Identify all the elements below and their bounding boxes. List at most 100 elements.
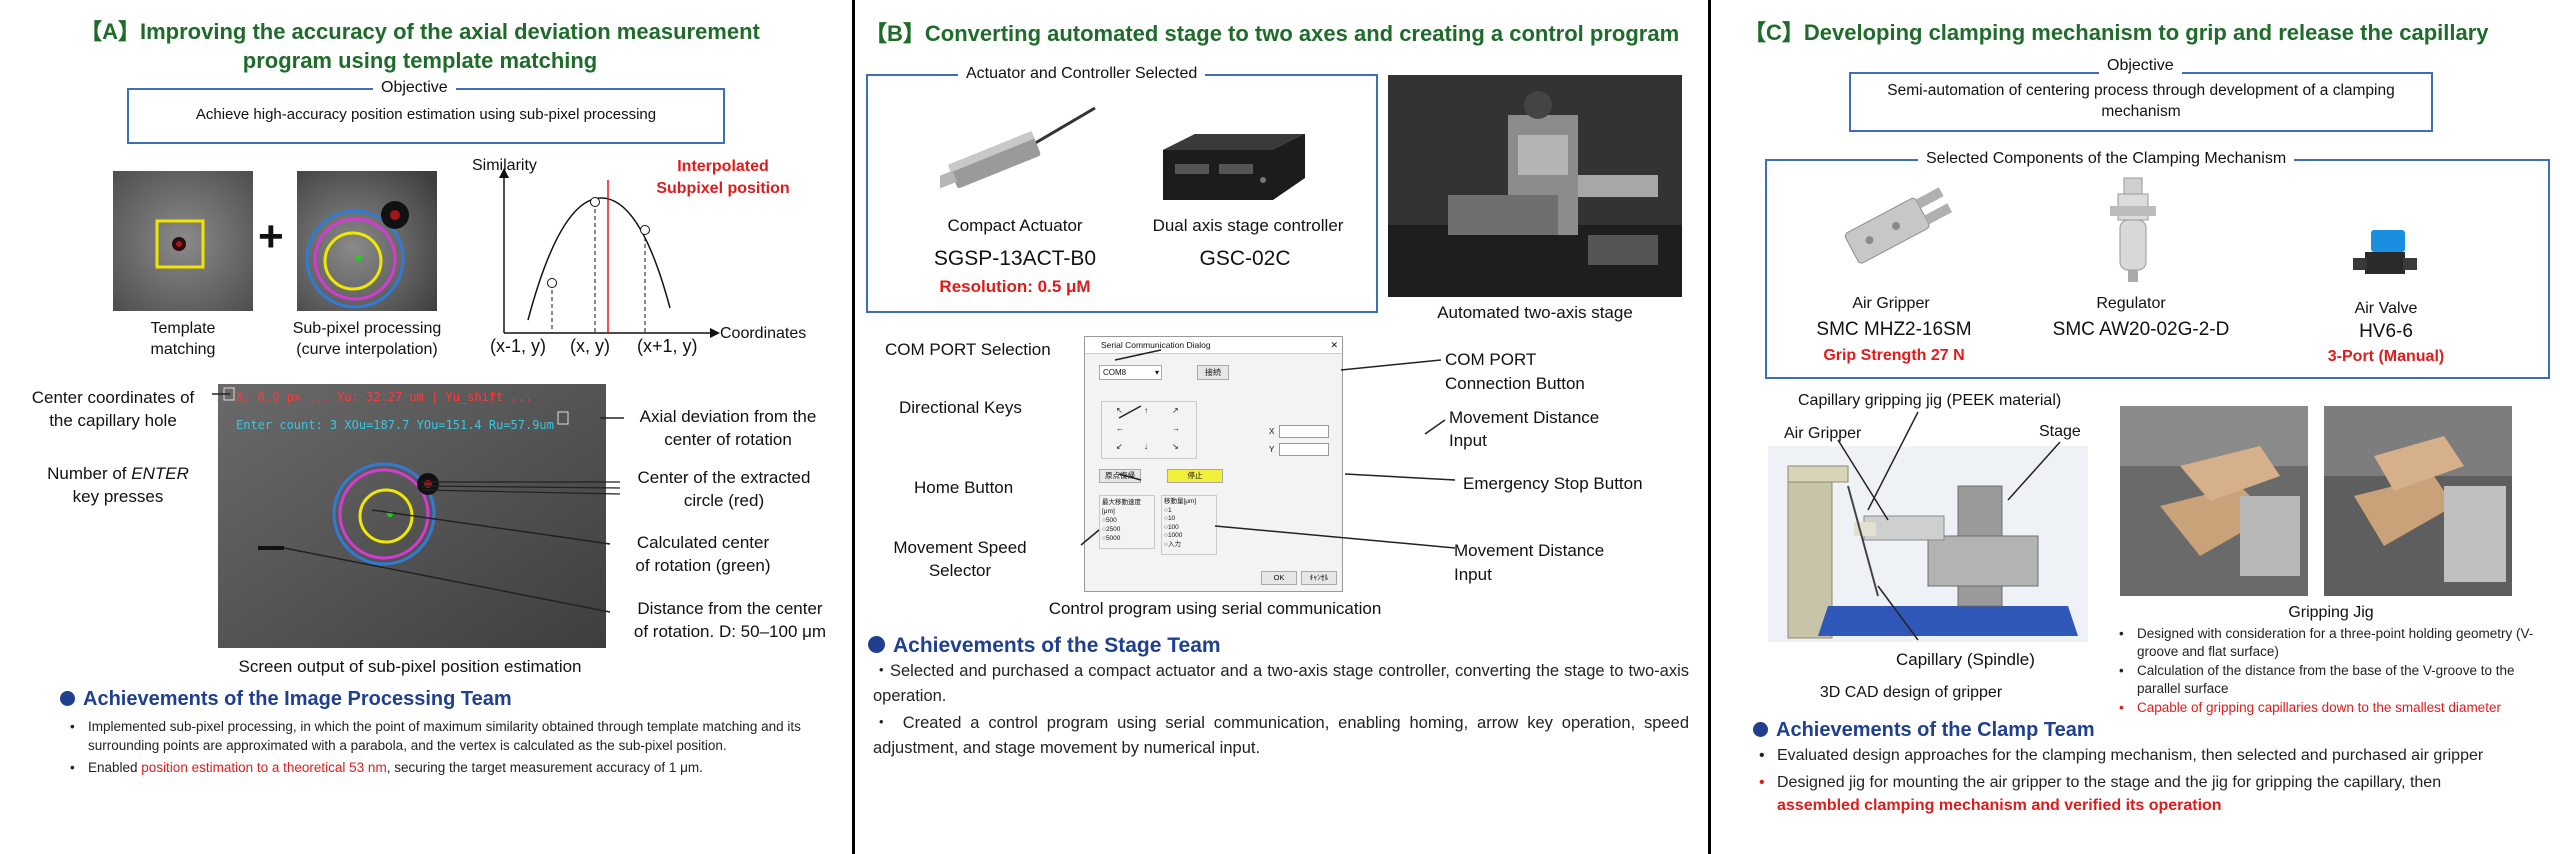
distance-group: 移動量[μm] ○1 ○10 ○100 ○1000 ○入力: [1161, 495, 1217, 555]
stage-photo-graphic: [1388, 75, 1682, 297]
connect-button[interactable]: 接続: [1197, 365, 1229, 380]
x-distance-input[interactable]: [1279, 425, 1329, 438]
regulator-model: SMC AW20-02G-2-D: [2052, 319, 2230, 340]
panel-b: 【B】Converting automated stage to two axe…: [855, 0, 1708, 854]
jig-bullet-2: Calculation of the distance from the bas…: [2113, 662, 2543, 698]
bullet-dot-icon: [1753, 722, 1768, 737]
label-home-button: Home Button: [914, 478, 1014, 497]
arrow-right-icon[interactable]: →: [1172, 424, 1180, 433]
jig-photo-1-graphic: [2120, 406, 2308, 596]
dialog-titlebar: Serial Communication Dialog ✕: [1085, 337, 1342, 354]
cad-label-gripper: Air Gripper: [1784, 425, 1862, 442]
objective-c-box: Semi-automation of centering process thr…: [1849, 72, 2433, 132]
panel-a-title: 【A】Improving the accuracy of the axial d…: [80, 19, 760, 73]
cancel-button[interactable]: ｷｬﾝｾﾙ: [1301, 571, 1337, 585]
achievement-c-1: Evaluated design approaches for the clam…: [1753, 744, 2513, 767]
actuator-image: [940, 106, 1096, 190]
achievements-c-list: Evaluated design approaches for the clam…: [1753, 744, 2513, 820]
cad-label-stage: Stage: [2039, 423, 2081, 440]
distance-option-100[interactable]: ○100: [1164, 523, 1179, 531]
arrow-down-right-icon[interactable]: ↘: [1172, 442, 1179, 451]
achievements-b-title: Achievements of the Stage Team: [868, 633, 1221, 659]
achievement-c-2: Designed jig for mounting the air grippe…: [1753, 771, 2513, 817]
cad-caption: 3D CAD design of gripper: [1819, 684, 2003, 701]
controller-model: GSC-02C: [1199, 247, 1291, 270]
parabola-curve: [527, 197, 671, 321]
achievements-c-title: Achievements of the Clamp Team: [1753, 717, 2095, 743]
graph-x-arrow: [710, 328, 720, 338]
stop-button[interactable]: 停止: [1167, 469, 1223, 483]
air-gripper-image: [1844, 187, 1953, 264]
ok-button[interactable]: OK: [1261, 571, 1297, 585]
arrow-left-icon[interactable]: ←: [1116, 424, 1124, 433]
divider-ab: [852, 0, 855, 854]
cad-label-jig: Capillary gripping jig (PEEK material): [1798, 392, 2062, 409]
cad-image: [1768, 446, 2088, 642]
arrow-up-right-icon[interactable]: ↗: [1172, 406, 1179, 415]
graph-ylabel: Similarity: [472, 157, 537, 174]
callout-lines-c: [1837, 411, 2061, 641]
actuator-name: Compact Actuator: [947, 216, 1083, 235]
jig-photo-2: [2324, 406, 2512, 596]
actuator-model: SGSP-13ACT-B0: [933, 247, 1097, 270]
plus-sign: +: [258, 212, 284, 261]
arrow-down-icon[interactable]: ↓: [1144, 442, 1148, 451]
dialog-close-icon[interactable]: ✕: [1330, 340, 1338, 350]
panel-c-title: 【C】Developing clamping mechanism to grip…: [1744, 20, 2489, 45]
distance-option-10[interactable]: ○10: [1164, 515, 1176, 522]
point-left: [547, 278, 557, 288]
screen-overlay-line2: Enter count: 3 XOu=187.7 YOu=151.4 Ru=57…: [236, 418, 554, 432]
chevron-down-icon: ▾: [1154, 368, 1159, 377]
arrow-up-left-icon[interactable]: ↖: [1116, 406, 1123, 415]
arrow-down-left-icon[interactable]: ↙: [1116, 442, 1123, 451]
jig-bullet-3: Capable of gripping capillaries down to …: [2113, 699, 2543, 717]
speed-option-500[interactable]: ○500: [1102, 517, 1117, 524]
speed-option-5000[interactable]: ○5000: [1102, 535, 1121, 542]
actuator-resolution: Resolution: 0.5 μM: [939, 277, 1091, 296]
bullet-dot-icon: [868, 636, 885, 653]
achievement-b-2: ・ Created a control program using serial…: [873, 714, 1689, 757]
panel-a-bracket: 【A】: [80, 19, 140, 44]
graph-tick-1: (x, y): [570, 336, 610, 356]
valve-port: 3-Port (Manual): [2327, 348, 2445, 365]
jig-list: Designed with consideration for a three-…: [2113, 625, 2543, 718]
panel-c-bracket: 【C】: [1744, 20, 1804, 45]
jig-photo-2-graphic: [2324, 406, 2512, 596]
subpixel-image-graphic: [297, 171, 437, 311]
point-right: [640, 225, 650, 235]
distance-option-1000[interactable]: ○1000: [1164, 532, 1183, 539]
jig-photo-1: [2120, 406, 2308, 596]
subpixel-caption: Sub-pixel processing(curve interpolation…: [292, 320, 442, 358]
home-button[interactable]: 原点復帰: [1099, 469, 1141, 483]
speed-option-2500[interactable]: ○2500: [1102, 526, 1121, 533]
distance-option-1[interactable]: ○1: [1164, 506, 1172, 514]
subpixel-image: [297, 171, 437, 311]
regulator-name: Regulator: [2096, 295, 2166, 312]
actuator-legend: Actuator and Controller Selected: [958, 64, 1206, 84]
screen-overlay-line1: X: 0.0 px ... Yu: 32.27 um | Yu_shift ..…: [236, 390, 533, 404]
regulator-image: [2110, 177, 2156, 282]
achievement-a-2: Enabled position estimation to a theoret…: [64, 758, 824, 777]
cad-graphic: [1768, 446, 2088, 642]
panel-a: 【A】Improving the accuracy of the axial d…: [0, 0, 852, 854]
point-mid: [590, 197, 600, 207]
valve-model: HV6-6: [2359, 321, 2413, 342]
distance-option-input[interactable]: ○入力: [1164, 540, 1181, 548]
arrow-up-icon[interactable]: ↑: [1144, 406, 1148, 415]
y-distance-input[interactable]: [1279, 443, 1329, 456]
controller-image: [1163, 134, 1305, 200]
objective-c-label: Objective: [2099, 56, 2182, 76]
screen-caption: Screen output of sub-pixel position esti…: [238, 657, 582, 676]
components-legend: Selected Components of the Clamping Mech…: [1918, 149, 2295, 169]
callout-lines-a: [212, 393, 624, 613]
air-valve-image: [2353, 230, 2417, 274]
com-port-select[interactable]: COM8▾: [1099, 365, 1162, 380]
